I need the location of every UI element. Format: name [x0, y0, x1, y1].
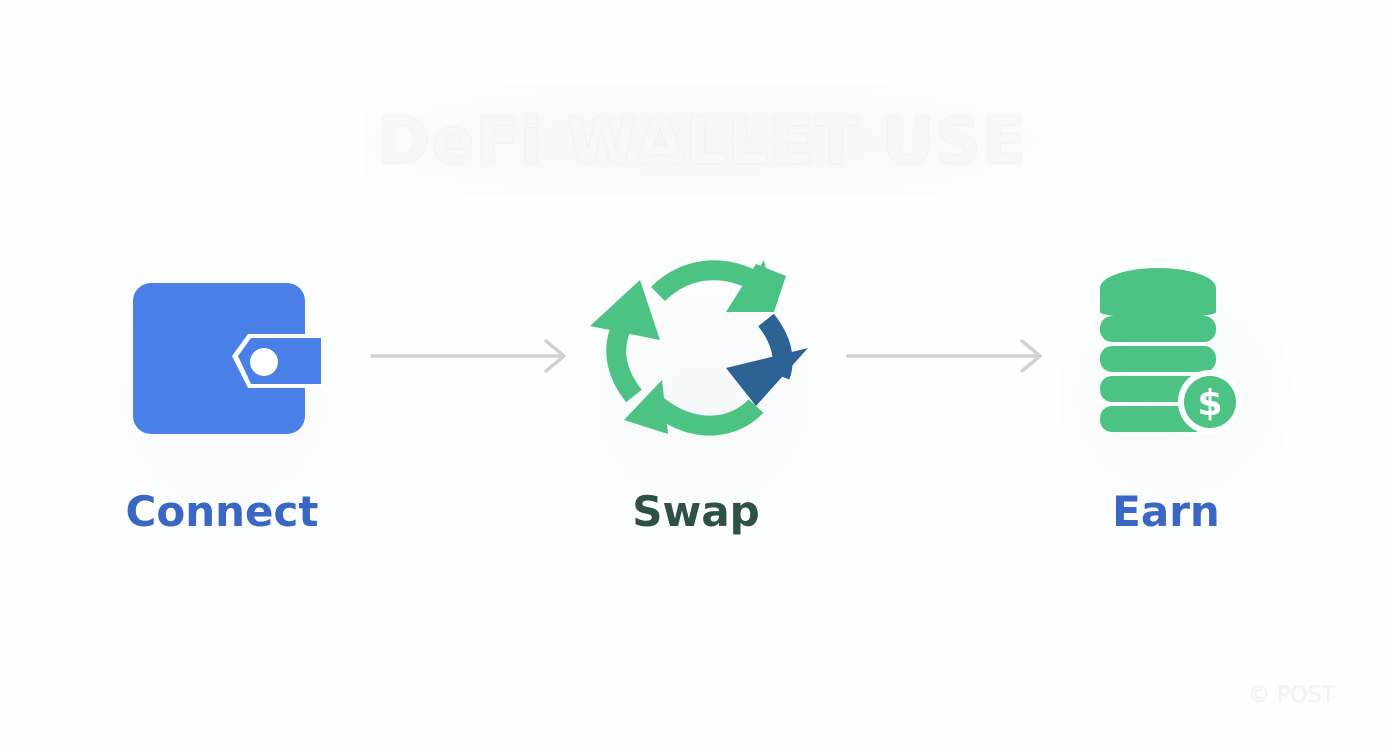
step-connect [132, 282, 324, 436]
coin-stack-dollar-icon: $ [1100, 268, 1242, 434]
step-label-swap: Swap [632, 487, 760, 536]
watermark: © POST [1248, 683, 1335, 708]
swap-glow [572, 226, 834, 576]
flow-arrow-2 [846, 338, 1046, 374]
step-swap [586, 256, 814, 438]
step-earn: $ [1098, 266, 1248, 438]
dollar-sign-glyph: $ [1197, 383, 1222, 424]
swap-cycle-icon [590, 260, 808, 436]
diagram-title: DeFi WALLET USE [377, 105, 1027, 179]
step-label-earn: Earn [1112, 487, 1220, 536]
wallet-icon [133, 283, 322, 434]
flow-arrow-1 [370, 338, 570, 374]
step-label-connect: Connect [125, 487, 319, 536]
title-backdrop [362, 86, 1042, 198]
